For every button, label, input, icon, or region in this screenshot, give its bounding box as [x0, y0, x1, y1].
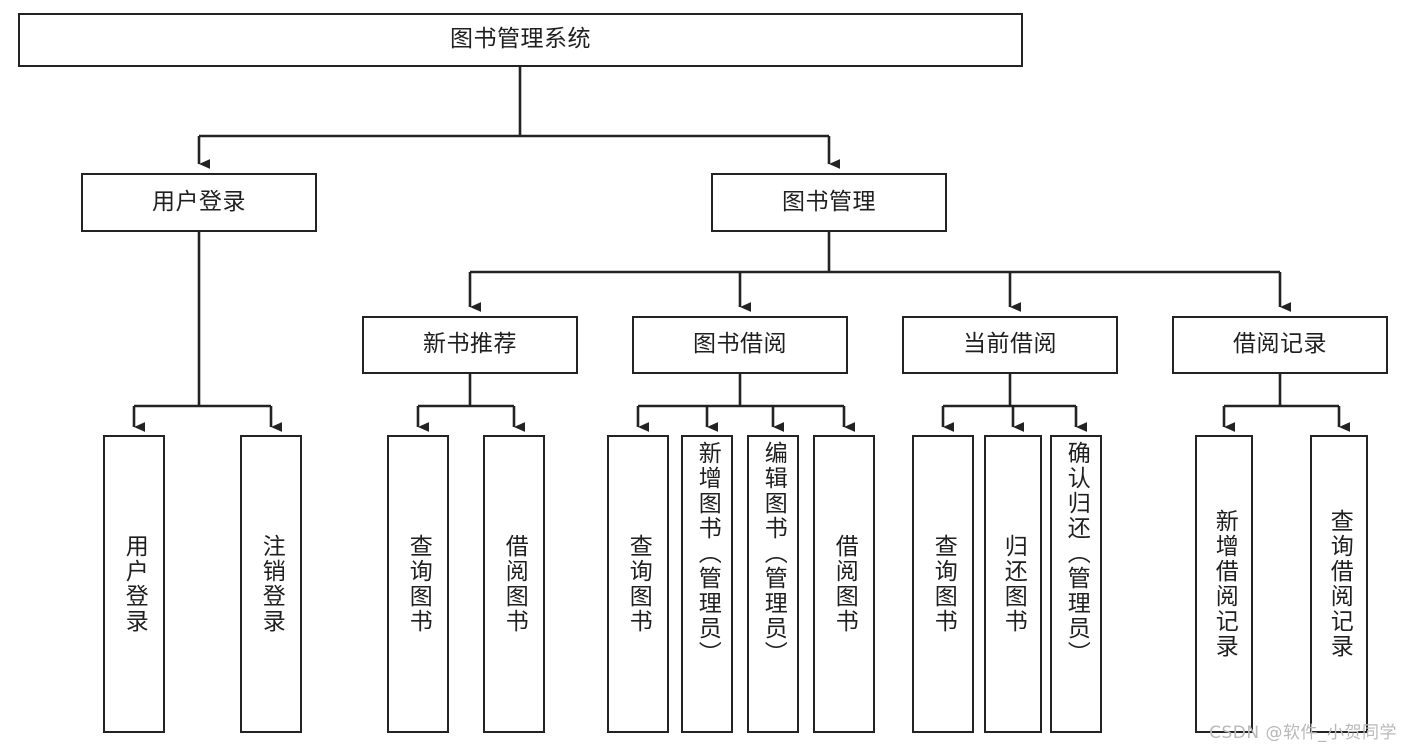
leaf-user-logout[interactable]: 注销登录 — [240, 435, 302, 733]
leaf-confirm-return-admin-label: 确认归还（管理员） — [1063, 441, 1090, 666]
leaf-edit-book-admin[interactable]: 编辑图书（管理员） — [747, 435, 799, 733]
node-current-borrow-label: 当前借阅 — [963, 331, 1057, 358]
leaf-user-logout-label: 注销登录 — [258, 534, 285, 634]
node-book-manage[interactable]: 图书管理 — [711, 173, 947, 232]
leaf-confirm-return-admin[interactable]: 确认归还（管理员） — [1050, 435, 1102, 733]
node-user-login-label: 用户登录 — [152, 188, 246, 215]
leaf-add-book-admin[interactable]: 新增图书（管理员） — [681, 435, 733, 733]
csdn-watermark: CSDN @软件_小贺同学 — [1209, 723, 1397, 743]
leaf-borrow-book[interactable]: 借阅图书 — [813, 435, 875, 733]
node-root[interactable]: 图书管理系统 — [18, 13, 1023, 67]
leaf-borrow-book-rec[interactable]: 借阅图书 — [483, 435, 545, 733]
leaf-user-login[interactable]: 用户登录 — [103, 435, 165, 733]
leaf-add-book-admin-label: 新增图书（管理员） — [694, 441, 721, 666]
leaf-borrow-book-rec-label: 借阅图书 — [501, 534, 528, 634]
node-book-manage-label: 图书管理 — [782, 188, 876, 215]
leaf-add-borrow-record[interactable]: 新增借阅记录 — [1195, 435, 1253, 733]
leaf-query-borrow-record-label: 查询借阅记录 — [1326, 509, 1353, 659]
leaf-return-book-label: 归还图书 — [1000, 534, 1027, 634]
leaf-return-book[interactable]: 归还图书 — [984, 435, 1042, 733]
node-new-book-rec[interactable]: 新书推荐 — [362, 316, 578, 374]
node-book-borrow-label: 图书借阅 — [693, 331, 787, 358]
leaf-add-borrow-record-label: 新增借阅记录 — [1211, 509, 1238, 659]
leaf-query-book-current[interactable]: 查询图书 — [912, 435, 974, 733]
node-book-borrow[interactable]: 图书借阅 — [632, 316, 848, 374]
node-current-borrow[interactable]: 当前借阅 — [902, 316, 1118, 374]
leaf-user-login-label: 用户登录 — [121, 534, 148, 634]
node-root-label: 图书管理系统 — [450, 26, 591, 53]
leaf-borrow-book-label: 借阅图书 — [831, 534, 858, 634]
leaf-query-book-borrow[interactable]: 查询图书 — [607, 435, 669, 733]
leaf-query-borrow-record[interactable]: 查询借阅记录 — [1310, 435, 1368, 733]
leaf-query-book-current-label: 查询图书 — [930, 534, 957, 634]
leaf-query-book-rec[interactable]: 查询图书 — [387, 435, 449, 733]
node-borrow-record-label: 借阅记录 — [1233, 331, 1327, 358]
node-borrow-record[interactable]: 借阅记录 — [1172, 316, 1388, 374]
node-new-book-rec-label: 新书推荐 — [423, 331, 517, 358]
leaf-edit-book-admin-label: 编辑图书（管理员） — [760, 441, 787, 666]
leaf-query-book-borrow-label: 查询图书 — [625, 534, 652, 634]
leaf-query-book-rec-label: 查询图书 — [405, 534, 432, 634]
node-user-login[interactable]: 用户登录 — [81, 173, 317, 232]
